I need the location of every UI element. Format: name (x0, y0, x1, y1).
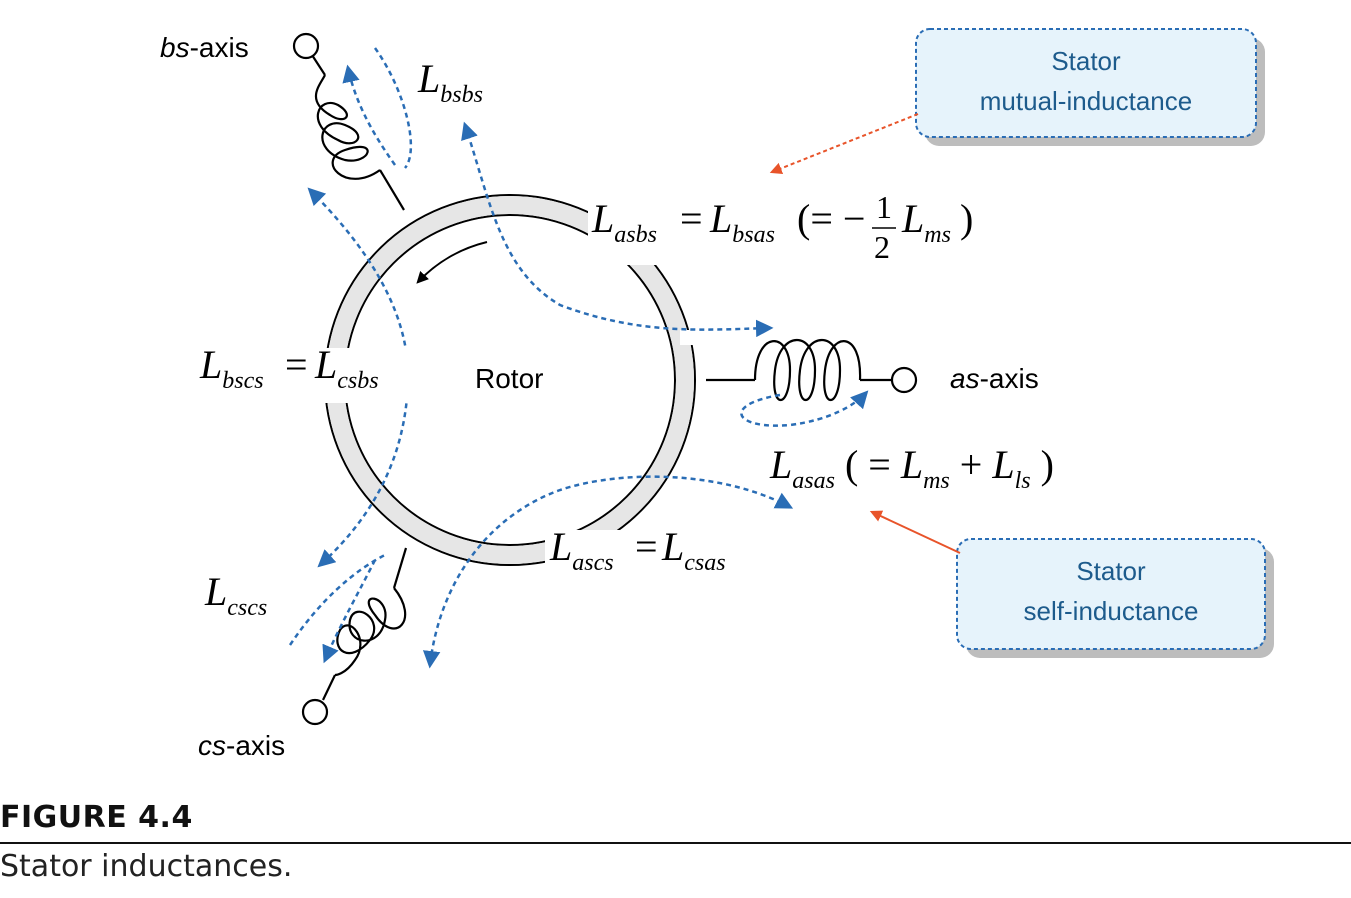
flux-bsbs (373, 47, 413, 169)
svg-text:=: = (635, 524, 658, 569)
rotor-label: Rotor (475, 363, 543, 394)
flux-cscs-return (322, 559, 377, 664)
bs-axis-label: bs-axis (160, 32, 249, 63)
figure-caption: Stator inductances. (0, 849, 293, 884)
svg-text:1: 1 (876, 189, 892, 225)
label-Lasas-equation: Lasas ( = Lms + Lls ) (769, 442, 1054, 494)
stator-inductance-diagram: Rotor bs-axis (160, 28, 1274, 761)
cs-axis-label: cs-axis (198, 730, 285, 761)
svg-text:=: = (680, 196, 703, 241)
svg-text:Lbscs: Lbscs (199, 342, 264, 394)
flux-ascs (422, 475, 794, 669)
svg-text:Lbsas: Lbsas (709, 196, 775, 248)
label-Lascs-equation: Lascs = Lcsas (548, 524, 738, 580)
svg-text:Lcsbs: Lcsbs (314, 342, 379, 394)
svg-text:2: 2 (874, 229, 890, 265)
label-Lbscs-equation: Lbscs = Lcsbs (199, 342, 414, 403)
svg-text:self-inductance: self-inductance (1024, 596, 1199, 626)
flux-asas (740, 390, 869, 427)
rotation-arrow (416, 241, 488, 284)
flux-asbs (461, 121, 774, 338)
svg-text:Lascs: Lascs (549, 524, 614, 576)
flux-bsbs-return (342, 64, 397, 166)
svg-text:=: = (285, 342, 308, 387)
label-Lbsbs: Lbsbs (417, 56, 483, 108)
cs-winding (301, 547, 408, 726)
svg-text:(= −: (= − (797, 196, 865, 241)
svg-text:Lms: Lms (901, 196, 951, 248)
bs-winding (292, 32, 405, 211)
svg-text:Lcsas: Lcsas (661, 524, 726, 576)
figure-label: FIGURE 4.4 (0, 800, 193, 835)
as-winding (706, 339, 918, 401)
callout-mutual-inductance: Stator mutual-inductance (769, 28, 1265, 175)
callout-self-inductance: Stator self-inductance (869, 510, 1274, 658)
label-Lasbs-equation: Lasbs = Lbsas (= − 1 2 Lms ) (588, 189, 983, 265)
svg-text:): ) (960, 196, 973, 241)
label-Lcscs: Lcscs (204, 569, 267, 621)
svg-text:mutual-inductance: mutual-inductance (980, 86, 1192, 116)
svg-text:Stator: Stator (1076, 556, 1146, 586)
svg-text:Lasbs: Lasbs (591, 196, 657, 248)
as-axis-label: as-axis (950, 363, 1039, 394)
svg-text:Stator: Stator (1051, 46, 1121, 76)
figure-rule (0, 842, 1351, 844)
